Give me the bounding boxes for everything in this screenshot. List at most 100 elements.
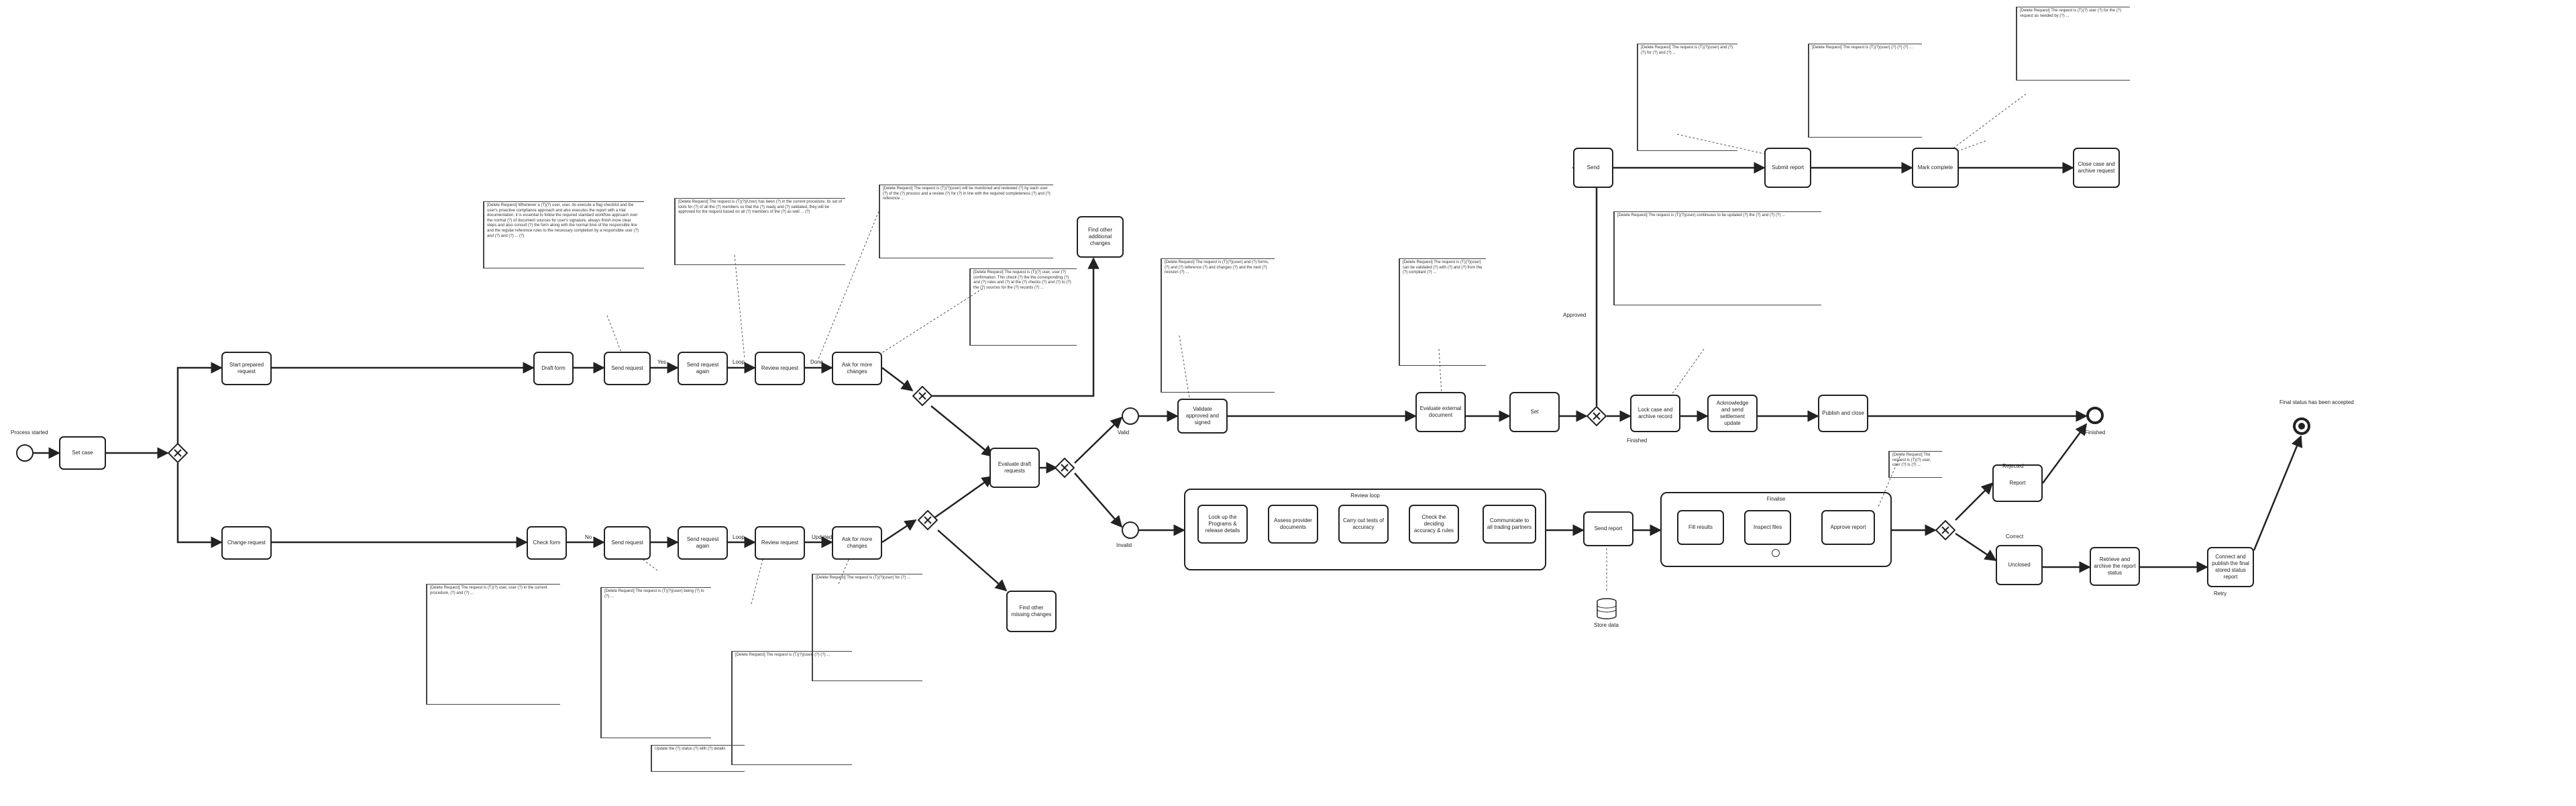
task-a-side[interactable]: Find other additional changes <box>1077 216 1124 258</box>
task-top1[interactable]: Send <box>1573 148 1613 188</box>
task-post1[interactable]: Lock case and archive record <box>1630 395 1680 432</box>
annotation-note: [Delete Request] The request is (T)(?)(u… <box>1399 258 1486 366</box>
gateway-final[interactable] <box>1935 520 1955 540</box>
end-event-top-label: Finished <box>2085 430 2106 436</box>
annotation-note: [Delete Request] Whenever a (T)(?) user,… <box>483 201 644 268</box>
gateway-b[interactable] <box>918 510 938 530</box>
label-finished: Finished <box>1627 438 1648 444</box>
task-track-b-entry[interactable]: Change request <box>221 526 272 560</box>
edge <box>2041 423 2088 484</box>
annotation-note: Update the (?) status (?) with (?) detai… <box>651 745 745 772</box>
edge <box>881 519 917 544</box>
gateway-merge[interactable] <box>1055 458 1075 478</box>
edge <box>2253 435 2303 551</box>
label-done: Done <box>810 359 824 365</box>
task-sub-t5[interactable]: Communicate to all trading partners <box>1483 505 1536 544</box>
task-b5[interactable]: Ask for more changes <box>832 526 882 560</box>
label-yes: Yes <box>657 359 667 365</box>
edge <box>881 367 914 392</box>
association <box>818 211 879 360</box>
label-loop-b: Loop <box>733 534 745 540</box>
gateway-a[interactable] <box>912 386 932 406</box>
task-a2[interactable]: Send request <box>604 352 651 385</box>
intermediate-event-bottom[interactable] <box>1122 521 1139 539</box>
edge <box>1955 532 1997 562</box>
task-reg[interactable]: Set <box>1509 392 1560 432</box>
annotation-note: [Delete Request] The request is (T)(?)(u… <box>1808 44 1922 138</box>
task-fin4[interactable]: Connect and publish the final stored sta… <box>2207 547 2254 587</box>
edge <box>176 463 223 548</box>
task-top3[interactable]: Mark complete <box>1912 148 1959 188</box>
task-b4[interactable]: Review request <box>755 526 805 560</box>
task-sub-t3[interactable]: Carry out tests of accuracy <box>1338 505 1389 544</box>
annotation-note: [Delete Request] The request is (T)(?)(U… <box>674 198 845 265</box>
subprocess-title: Review loop <box>1350 493 1380 499</box>
label-retry: Retry <box>2214 591 2227 597</box>
task-sub-t4[interactable]: Check the deciding accuracy & rules <box>1409 505 1459 544</box>
intermediate-event-top[interactable] <box>1122 407 1139 425</box>
task-post3[interactable]: Publish and close <box>1818 395 1868 432</box>
end-event-top[interactable] <box>2086 407 2104 424</box>
annotation-note: [Delete Request] The request is (T)(?)(u… <box>1637 44 1737 151</box>
edge <box>930 475 994 521</box>
task-sub-t2[interactable]: Assess provider documents <box>1268 505 1318 544</box>
task-a5[interactable]: Ask for more changes <box>832 352 882 385</box>
task-validate-b[interactable]: Evaluate external document <box>1415 392 1466 432</box>
task-sub2-t2[interactable]: Inspect files <box>1744 510 1791 545</box>
task-sub2-t3[interactable]: Approve report <box>1821 510 1875 545</box>
task-sub-out[interactable]: Send report <box>1583 511 1633 546</box>
task-top2[interactable]: Submit report <box>1764 148 1811 188</box>
edge <box>176 362 223 444</box>
association <box>871 288 983 360</box>
edge <box>1074 416 1123 464</box>
label-valid: Valid <box>1118 430 1130 436</box>
gateway-approval[interactable] <box>1587 406 1607 426</box>
task-post2[interactable]: Acknowledge and send settlement update <box>1707 395 1758 432</box>
task-fin2[interactable]: Unclosed <box>1996 545 2043 585</box>
task-sub-t1[interactable]: Look up the Programs & release details <box>1197 505 1248 544</box>
subprocess-title-2: Finalise <box>1766 496 1786 502</box>
edge <box>1572 162 1598 406</box>
task-top4[interactable]: Close case and archive request <box>2073 148 2120 188</box>
annotation-note: [Delete Request] The request is (T)(?)(u… <box>1613 211 1821 305</box>
task-a3[interactable]: Send request again <box>678 352 728 385</box>
edge <box>1074 472 1123 528</box>
annotation-note: [Delete Request] The request is (T)(?)(u… <box>1161 258 1275 393</box>
label-no: No <box>585 534 592 540</box>
end-event-final[interactable] <box>2293 417 2310 435</box>
label-updated: Updated <box>812 534 833 540</box>
task-a4[interactable]: Review request <box>755 352 805 385</box>
task-track-a-entry[interactable]: Start prepared request <box>221 352 272 385</box>
association <box>751 551 765 605</box>
gateway-split-exclusive[interactable] <box>168 443 188 463</box>
annotation-note: [Delete Request] The request is (T)(?) u… <box>1888 451 1942 478</box>
task-sub2-t1[interactable]: Fill results <box>1677 510 1724 545</box>
label-approved: Approved <box>1563 312 1587 318</box>
task-b3[interactable]: Send request again <box>678 526 728 560</box>
datastore-icon[interactable] <box>1595 597 1618 620</box>
subprocess-finalise[interactable]: Finalise <box>1660 492 1892 567</box>
start-event[interactable] <box>16 444 34 462</box>
annotation-note: [Delete Request] The request is (T)(?) u… <box>2016 7 2130 81</box>
annotation-note: [Delete Request] The request is (T)(?)(u… <box>812 574 922 681</box>
annotation-note: [Delete Request] The request is (T)(?)(u… <box>879 185 1053 258</box>
task-a1[interactable]: Draft form <box>533 352 574 385</box>
association <box>734 254 745 360</box>
association <box>1438 348 1443 407</box>
task-merge[interactable]: Evaluate draft requests <box>989 448 1040 488</box>
task-b2[interactable]: Send request <box>604 526 651 560</box>
annotation-note: [Delete Request] The request is (T)(?)(u… <box>731 651 852 765</box>
edge <box>1955 482 1994 521</box>
task-fin1[interactable]: Report <box>1992 464 2043 502</box>
task-fin3[interactable]: Retrieve and archive the report status <box>2090 547 2140 586</box>
edge <box>931 257 1099 397</box>
end-event-final-label: Final status has been accepted <box>2279 399 2354 405</box>
task-approve-flow[interactable]: Validate approved and signed <box>1177 399 1228 434</box>
task-b-side[interactable]: Find other missing changes <box>1006 591 1057 632</box>
edge <box>937 530 1008 592</box>
subprocess-review-loop[interactable]: Review loop <box>1184 489 1546 570</box>
task-intake[interactable]: Set case <box>59 436 106 470</box>
label-rejected: Rejected <box>2002 463 2024 469</box>
task-b1[interactable]: Check form <box>527 526 567 560</box>
